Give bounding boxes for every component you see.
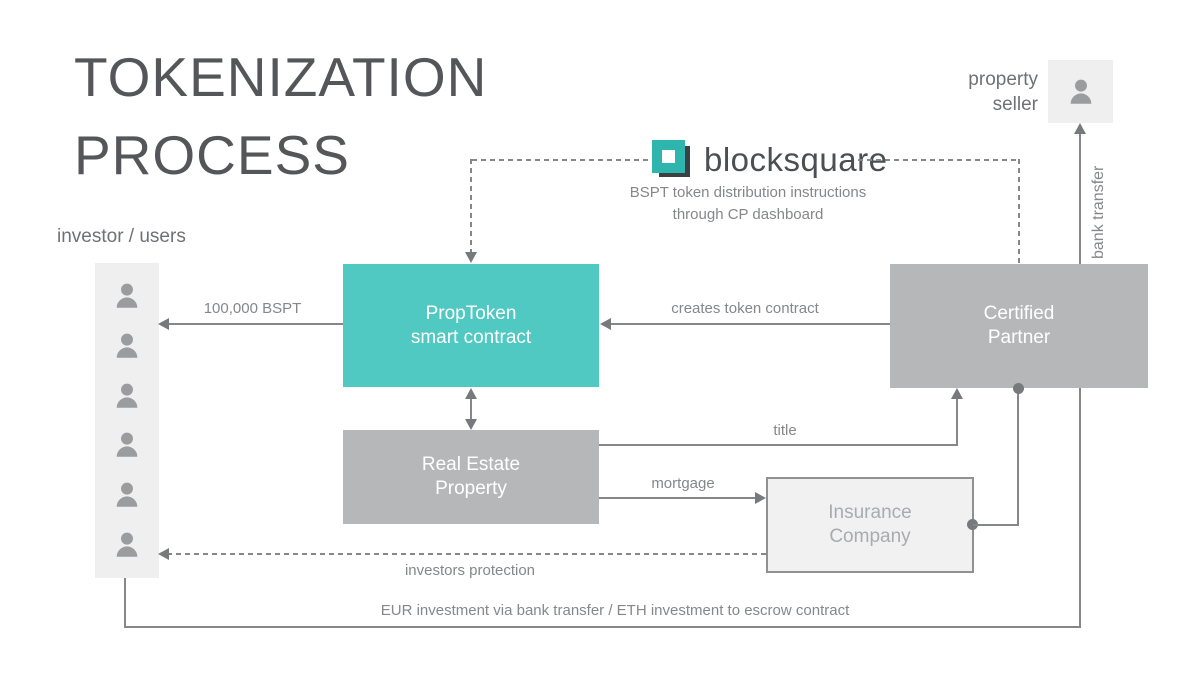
title-arrowhead [951, 388, 963, 399]
bspt-tokens-line [168, 323, 343, 325]
page-title: TOKENIZATION PROCESS [74, 38, 487, 194]
node-real-estate: Real Estate Property [343, 430, 599, 524]
person-icon [1070, 79, 1091, 104]
person-icon [116, 333, 138, 358]
proptoken-realestate-line [470, 396, 472, 422]
logo-to-proptoken-dash-horizontal [472, 159, 648, 161]
bank-transfer-arrowhead [1074, 123, 1086, 134]
mortgage-line [599, 497, 757, 499]
property-seller-label: property seller [920, 67, 1038, 117]
property-seller-label-line2: seller [992, 94, 1038, 115]
blocksquare-wordmark: blocksquare [704, 141, 888, 178]
node-insurance: Insurance Company [766, 477, 974, 573]
person-icon [116, 383, 138, 408]
node-proptoken: PropToken smart contract [343, 264, 599, 387]
investors-label: investor / users [57, 226, 186, 247]
real-estate-line2: Property [435, 478, 507, 499]
insurance-partner-line-vertical [1017, 389, 1019, 525]
logo-to-proptoken-arrowhead [465, 252, 477, 263]
title-line-vertical [956, 396, 958, 446]
logo-to-partner-dash-horizontal [858, 159, 1020, 161]
investors-protection-line [167, 553, 766, 555]
insurance-connector-dot [967, 519, 978, 530]
insurance-line1: Insurance [828, 502, 912, 523]
bspt-tokens-arrowhead [158, 318, 169, 330]
person-icon [116, 482, 138, 507]
title-label: title [773, 422, 797, 439]
person-icon [116, 283, 138, 308]
proptoken-realestate-arrowhead-down [465, 419, 477, 430]
logo-note-line1: BSPT token distribution instructions [629, 184, 867, 201]
certified-partner-line1: Certified [983, 303, 1055, 324]
real-estate-line1: Real Estate [421, 454, 521, 475]
person-icon [116, 433, 138, 458]
creates-token-contract-label: creates token contract [671, 300, 819, 317]
creates-token-contract-arrowhead [600, 318, 611, 330]
proptoken-line1: PropToken [425, 302, 517, 324]
eur-investment-label: EUR investment via bank transfer / ETH i… [380, 602, 850, 619]
investors-protection-label: investors protection [404, 562, 536, 579]
logo-inner-square [662, 150, 675, 163]
page-title-line1: TOKENIZATION [74, 46, 488, 108]
logo-to-partner-dash-vertical [1018, 159, 1020, 264]
property-seller-box [1048, 60, 1113, 123]
partner-connector-dot [1013, 383, 1024, 394]
insurance-partner-line-horizontal [973, 524, 1019, 526]
blocksquare-logo-icon [652, 140, 696, 182]
investors-protection-arrowhead [158, 548, 169, 560]
eur-investment-line-horizontal [124, 626, 1081, 628]
proptoken-realestate-arrowhead-up [465, 388, 477, 399]
property-seller-label-line1: property [968, 69, 1038, 90]
bspt-tokens-label: 100,000 BSPT [203, 300, 302, 317]
bank-transfer-label: bank transfer [1090, 165, 1107, 259]
creates-token-contract-line [610, 323, 890, 325]
logo-note-line2: through CP dashboard [672, 206, 824, 223]
mortgage-label: mortgage [651, 475, 715, 492]
certified-partner-line2: Partner [987, 327, 1051, 348]
eur-investment-line-left-vertical [124, 578, 126, 628]
node-certified-partner: Certified Partner [890, 264, 1148, 388]
insurance-line2: Company [829, 526, 911, 547]
proptoken-line2: smart contract [410, 326, 532, 348]
mortgage-arrowhead [755, 492, 766, 504]
eur-investment-line-right-vertical [1079, 388, 1081, 628]
investors-box [95, 263, 159, 578]
title-line-horizontal [599, 444, 958, 446]
bank-transfer-line [1079, 132, 1081, 264]
person-icon [116, 532, 138, 557]
page-title-line2: PROCESS [74, 124, 350, 186]
logo-to-proptoken-dash-vertical [470, 159, 472, 252]
